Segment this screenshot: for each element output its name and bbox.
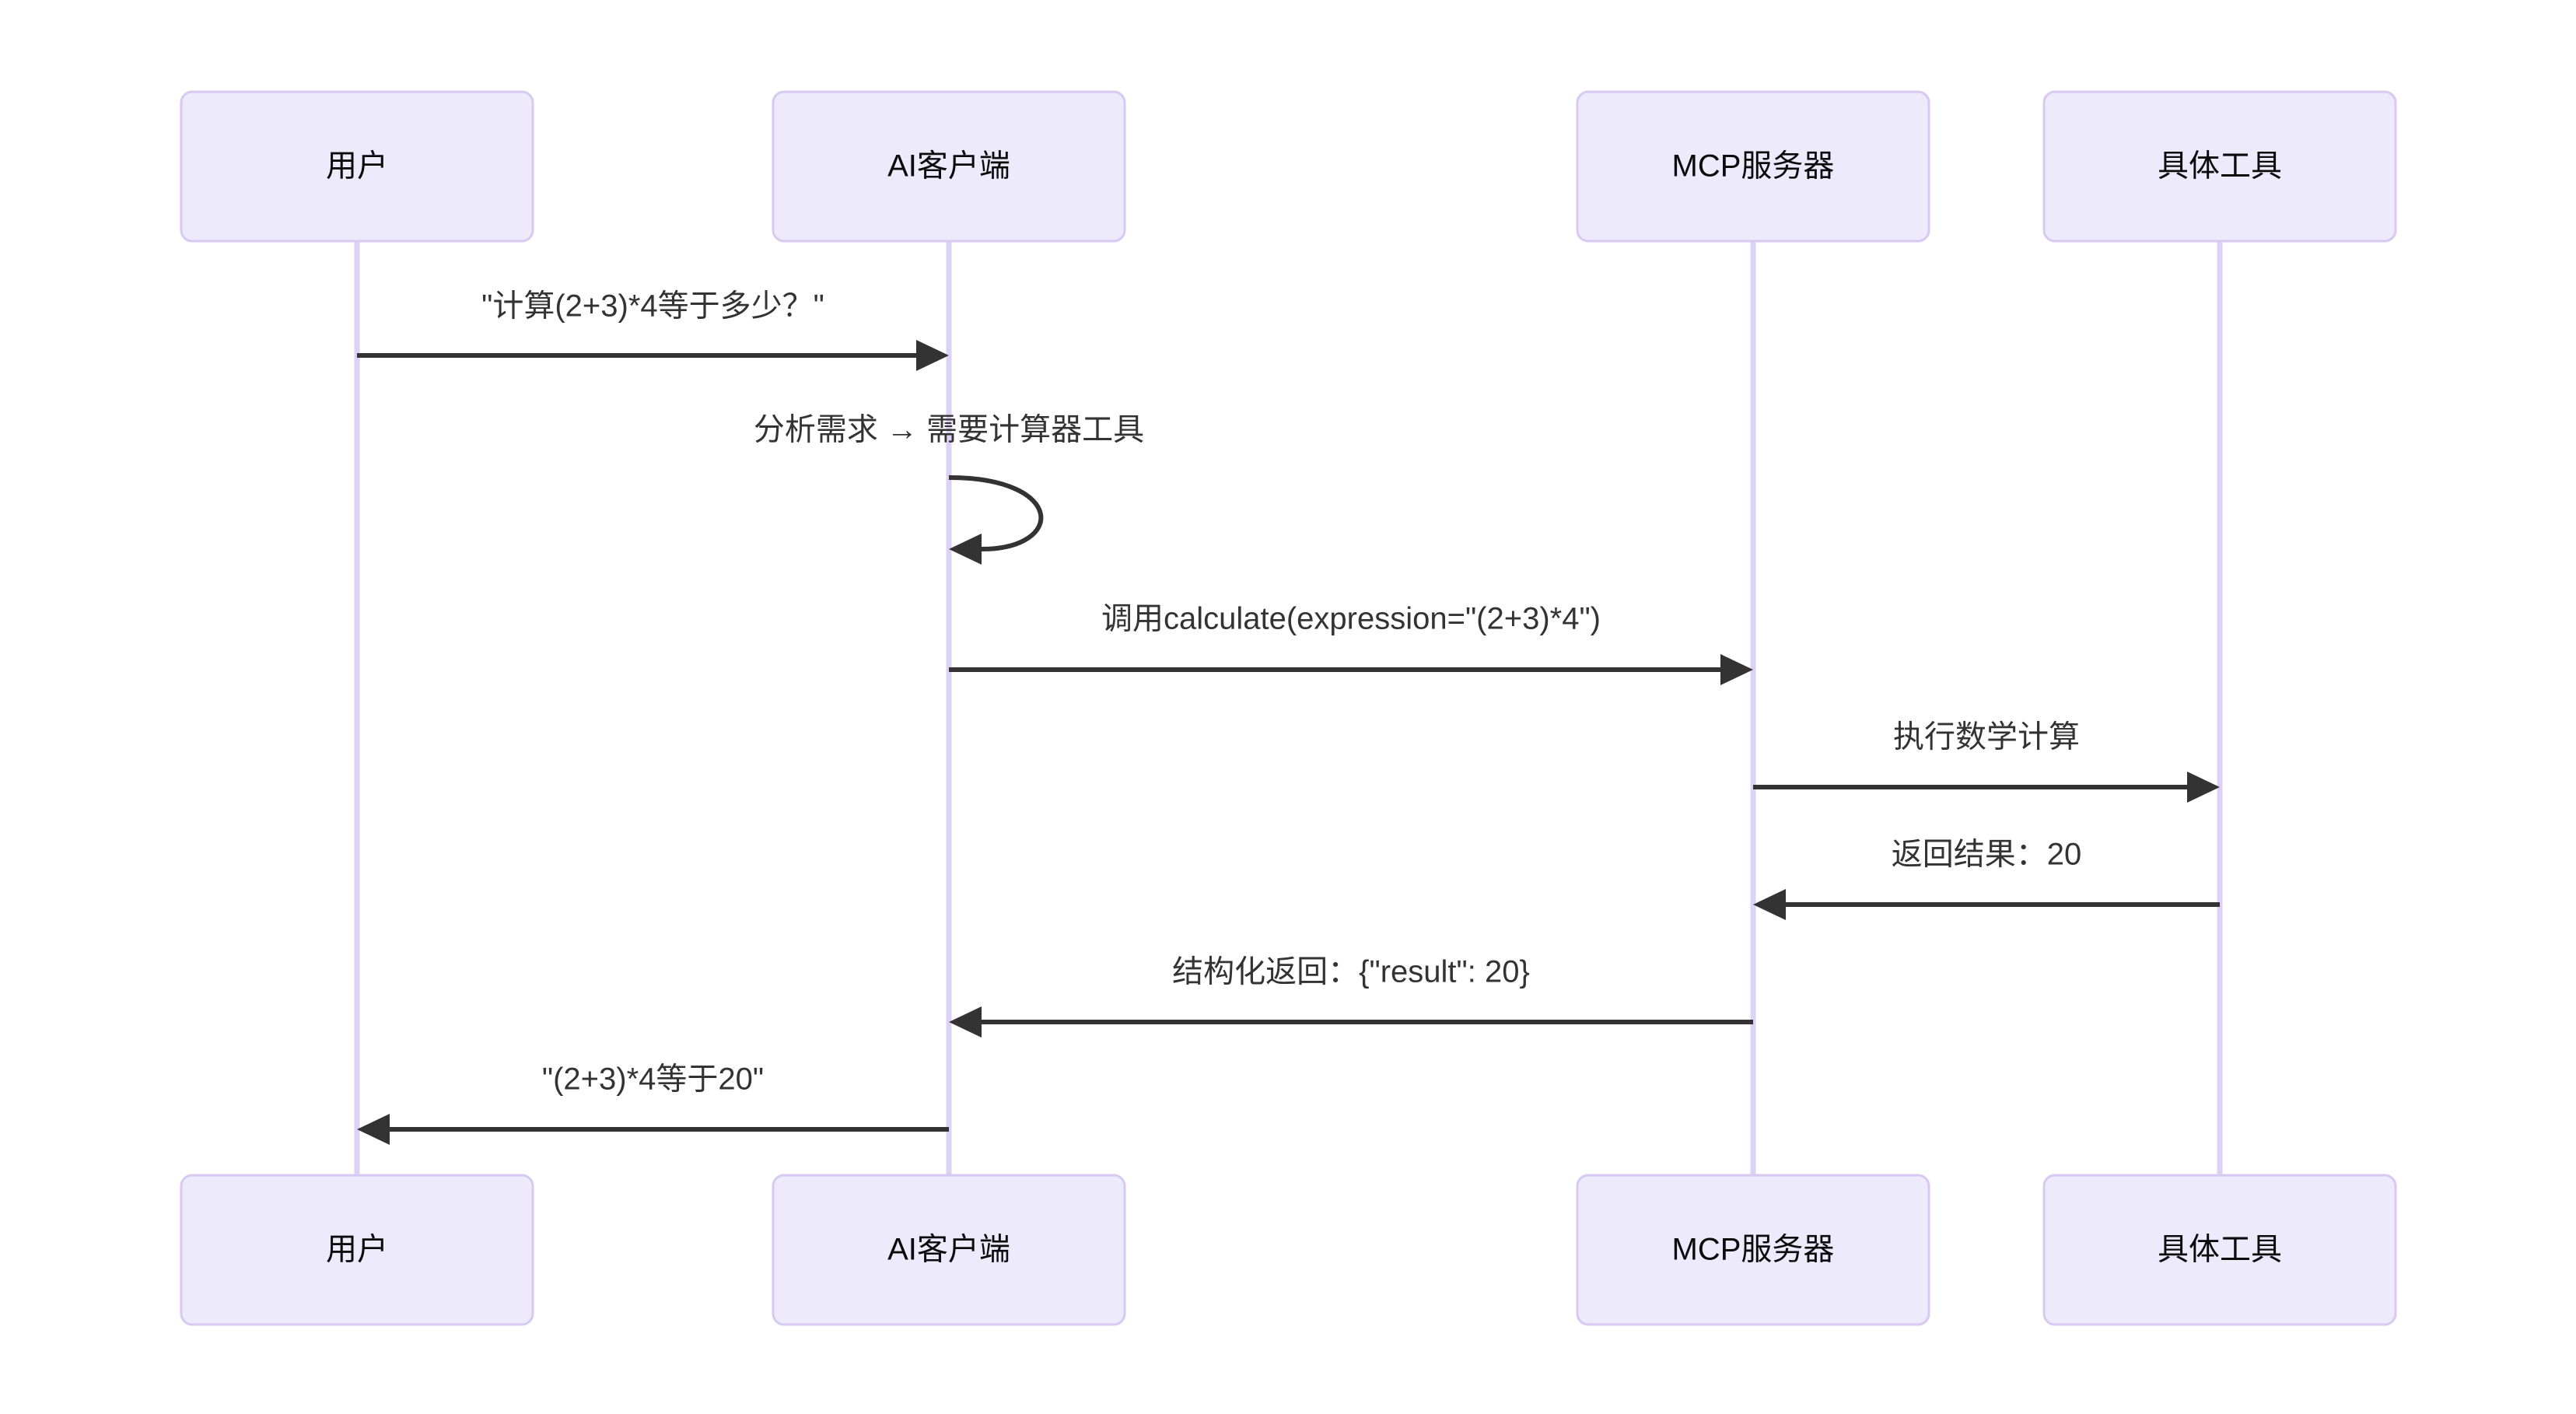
- actor-label-server-top: MCP服务器: [1672, 149, 1835, 184]
- actor-group-bottom: 用户 AI客户端 MCP服务器 具体工具: [180, 1174, 2397, 1326]
- message-6-label: 结构化返回：{"result": 20}: [1172, 955, 1530, 989]
- message-5-arrowhead: [1753, 889, 1786, 920]
- message-2-loop-path: [948, 475, 1044, 551]
- actor-box-client-top[interactable]: [772, 90, 1126, 243]
- message-3-label: 调用calculate(expression="(2+3)*4"): [1101, 602, 1601, 636]
- message-1-label: "计算(2+3)*4等于多少？": [481, 289, 824, 324]
- message-6-arrowhead: [949, 1006, 982, 1038]
- actor-group-top: 用户 AI客户端 MCP服务器 具体工具: [180, 90, 2397, 243]
- message-group: "计算(2+3)*4等于多少？" 分析需求 → 需要计算器工具调用calculat…: [357, 289, 2220, 1145]
- actor-label-client-bottom: AI客户端: [887, 1233, 1010, 1267]
- actor-label-client-top: AI客户端: [887, 149, 1010, 184]
- message-2-label: 分析需求 → 需要计算器工具: [754, 413, 1144, 447]
- actor-label-tool-top: 具体工具: [2158, 149, 2282, 184]
- message-1-arrowhead: [916, 340, 949, 371]
- actor-box-client-bottom[interactable]: [772, 1174, 1126, 1326]
- actor-box-tool-bottom[interactable]: [2042, 1174, 2397, 1326]
- message-2-arrowhead: [949, 534, 982, 565]
- actor-box-server-top[interactable]: [1576, 90, 1930, 243]
- actor-box-user-bottom[interactable]: [180, 1174, 534, 1326]
- lifeline-group: [354, 241, 2223, 1175]
- message-7-arrowhead: [357, 1114, 390, 1145]
- message-4-label: 执行数学计算: [1893, 720, 2080, 754]
- message-7-label: "(2+3)*4等于20": [542, 1062, 764, 1097]
- actor-box-server-bottom[interactable]: [1576, 1174, 1930, 1326]
- actor-box-tool-top[interactable]: [2042, 90, 2397, 243]
- message-4-arrowhead: [2187, 772, 2220, 803]
- actor-label-user-bottom: 用户: [326, 1233, 388, 1267]
- actor-label-user-top: 用户: [326, 149, 388, 184]
- message-5-label: 返回结果：20: [1892, 838, 2082, 872]
- actor-label-server-bottom: MCP服务器: [1672, 1233, 1835, 1267]
- actor-box-user-top[interactable]: [180, 90, 534, 243]
- actor-label-tool-bottom: 具体工具: [2158, 1233, 2282, 1267]
- message-3-arrowhead: [1720, 654, 1753, 685]
